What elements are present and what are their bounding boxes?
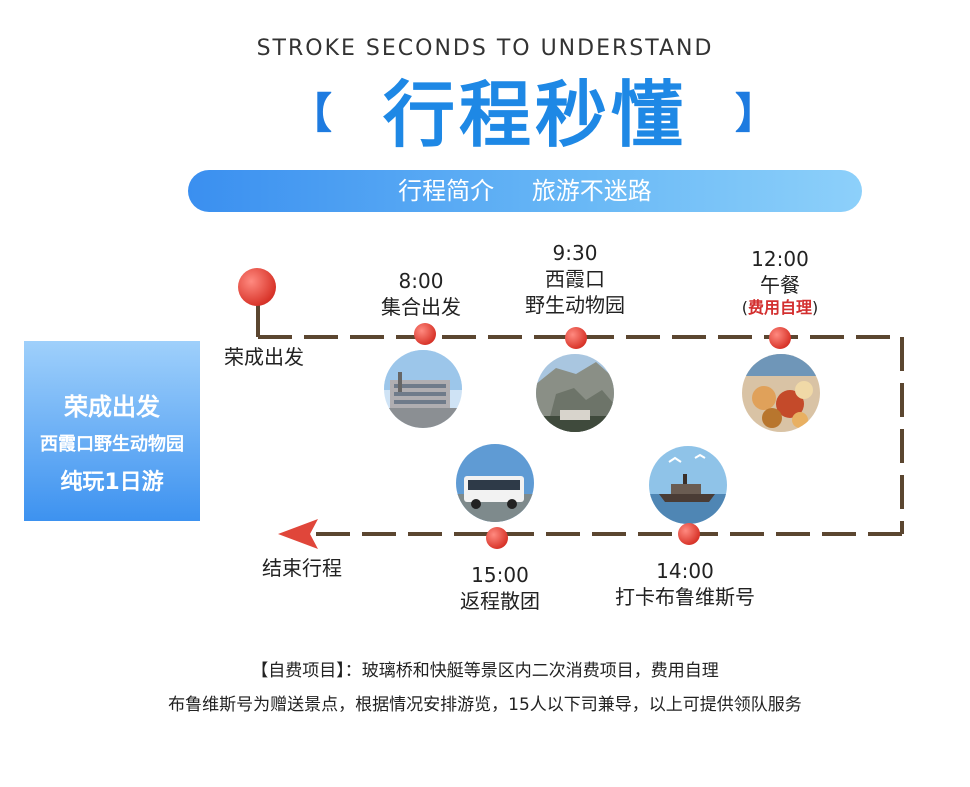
tour-bus-image [456, 444, 534, 522]
stop-5-time: 15:00 [471, 563, 529, 587]
side-line-2: 西霞口野生动物园 [40, 434, 184, 455]
hotel-building-image [384, 350, 462, 428]
stop-3-dot [769, 327, 791, 349]
banner-right-text: 旅游不迷路 [531, 177, 652, 205]
stop-2-time: 9:30 [552, 241, 598, 265]
stop-1-name: 集合出发 [381, 295, 461, 319]
stop-3-note: (费用自理) [700, 297, 860, 319]
stop-3-note-open: ( [741, 298, 748, 317]
subtitle-en: STROKE SECONDS TO UNDERSTAND [256, 36, 714, 61]
stop-4-name: 打卡布鲁维斯号 [615, 585, 755, 609]
side-line-3: 纯玩1日游 [60, 470, 164, 495]
end-arrow-icon [278, 519, 318, 549]
title-block: 【 行程秒懂 】 [280, 70, 777, 160]
stop-4-dot [678, 523, 700, 545]
stop-3-note-close: ) [812, 298, 819, 317]
page-title: 行程秒懂 [382, 73, 687, 157]
banner-left-text: 行程简介 [398, 177, 495, 205]
note-line-1: 【自费项目】：玻璃桥和快艇等景区内二次消费项目，费用自理 [251, 661, 719, 681]
side-summary-box: 荣成出发 西霞口野生动物园 纯玩1日游 [24, 341, 200, 521]
stop-4-photo [649, 446, 727, 524]
stop-2-photo [536, 354, 614, 432]
zoo-rock-cliff-image [536, 354, 614, 432]
stop-1-photo [384, 350, 462, 428]
note-line-2: 布鲁维斯号为赠送景点，根据情况安排游览，15人以下司兼导，以上可提供领队服务 [168, 695, 802, 715]
stop-4-time: 14:00 [656, 559, 714, 583]
stop-5-photo [456, 444, 534, 522]
stop-3-photo [742, 354, 820, 432]
stop-3-note-text: 费用自理 [747, 298, 812, 317]
start-pin-icon [238, 268, 276, 306]
stop-2-name-line2: 野生动物园 [525, 293, 625, 317]
stop-3-time: 12:00 [751, 247, 809, 271]
intro-banner: 行程简介 旅游不迷路 [188, 170, 862, 212]
stop-3-name: 午餐 [760, 273, 800, 297]
stop-2-dot [565, 327, 587, 349]
start-label: 荣成出发 [224, 345, 304, 369]
stop-1-dot [414, 323, 436, 345]
title-bracket-right: 】 [735, 89, 778, 138]
stop-2-name-line1: 西霞口 [545, 267, 605, 291]
stop-5-name: 返程散团 [460, 589, 540, 613]
stop-1-time: 8:00 [398, 269, 444, 293]
title-bracket-left: 【 [290, 89, 333, 138]
stop-5-dot [486, 527, 508, 549]
end-label: 结束行程 [262, 556, 342, 580]
side-line-1: 荣成出发 [64, 393, 160, 421]
seafood-lunch-image [742, 354, 820, 432]
shipwreck-seagulls-image [649, 446, 727, 524]
